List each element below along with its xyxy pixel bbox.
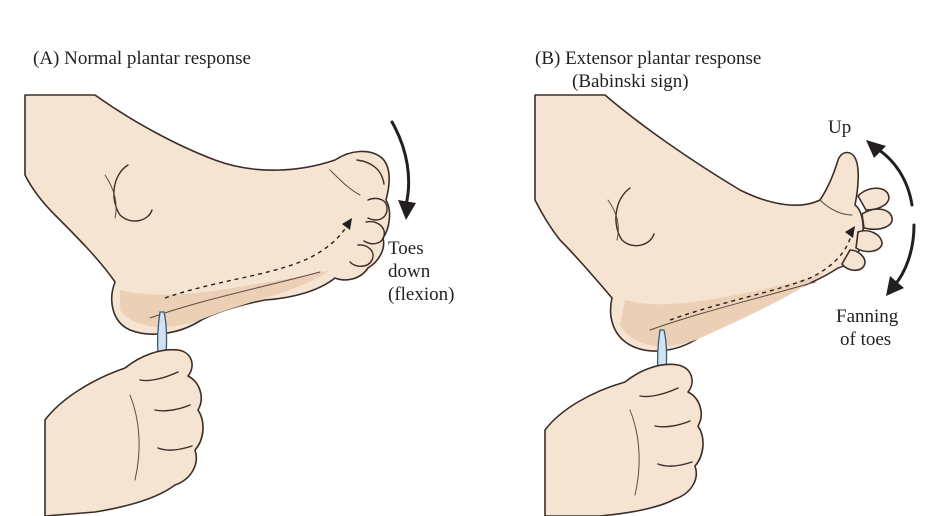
probe-a bbox=[156, 311, 168, 356]
down-label: down bbox=[388, 261, 431, 282]
panel-b-illustration bbox=[534, 94, 916, 516]
panel-a-illustration bbox=[24, 94, 416, 516]
up-label: Up bbox=[828, 117, 852, 138]
hand-a bbox=[44, 348, 204, 516]
of-toes-label: of toes bbox=[840, 329, 892, 350]
foot-a bbox=[24, 94, 391, 335]
toes-down-arrow bbox=[390, 120, 416, 220]
fanning-label: Fanning bbox=[836, 306, 899, 327]
foot-b bbox=[534, 94, 893, 352]
panel-a-title: (A) Normal plantar response bbox=[33, 48, 251, 69]
panel-b-title: (B) Extensor plantar response bbox=[535, 48, 762, 69]
hand-b bbox=[544, 363, 704, 516]
toes-label: Toes bbox=[388, 238, 424, 259]
fanning-arrow bbox=[886, 223, 916, 296]
panel-b-subtitle: (Babinski sign) bbox=[572, 71, 689, 92]
up-arrow bbox=[866, 140, 914, 207]
flexion-label: (flexion) bbox=[388, 284, 455, 305]
